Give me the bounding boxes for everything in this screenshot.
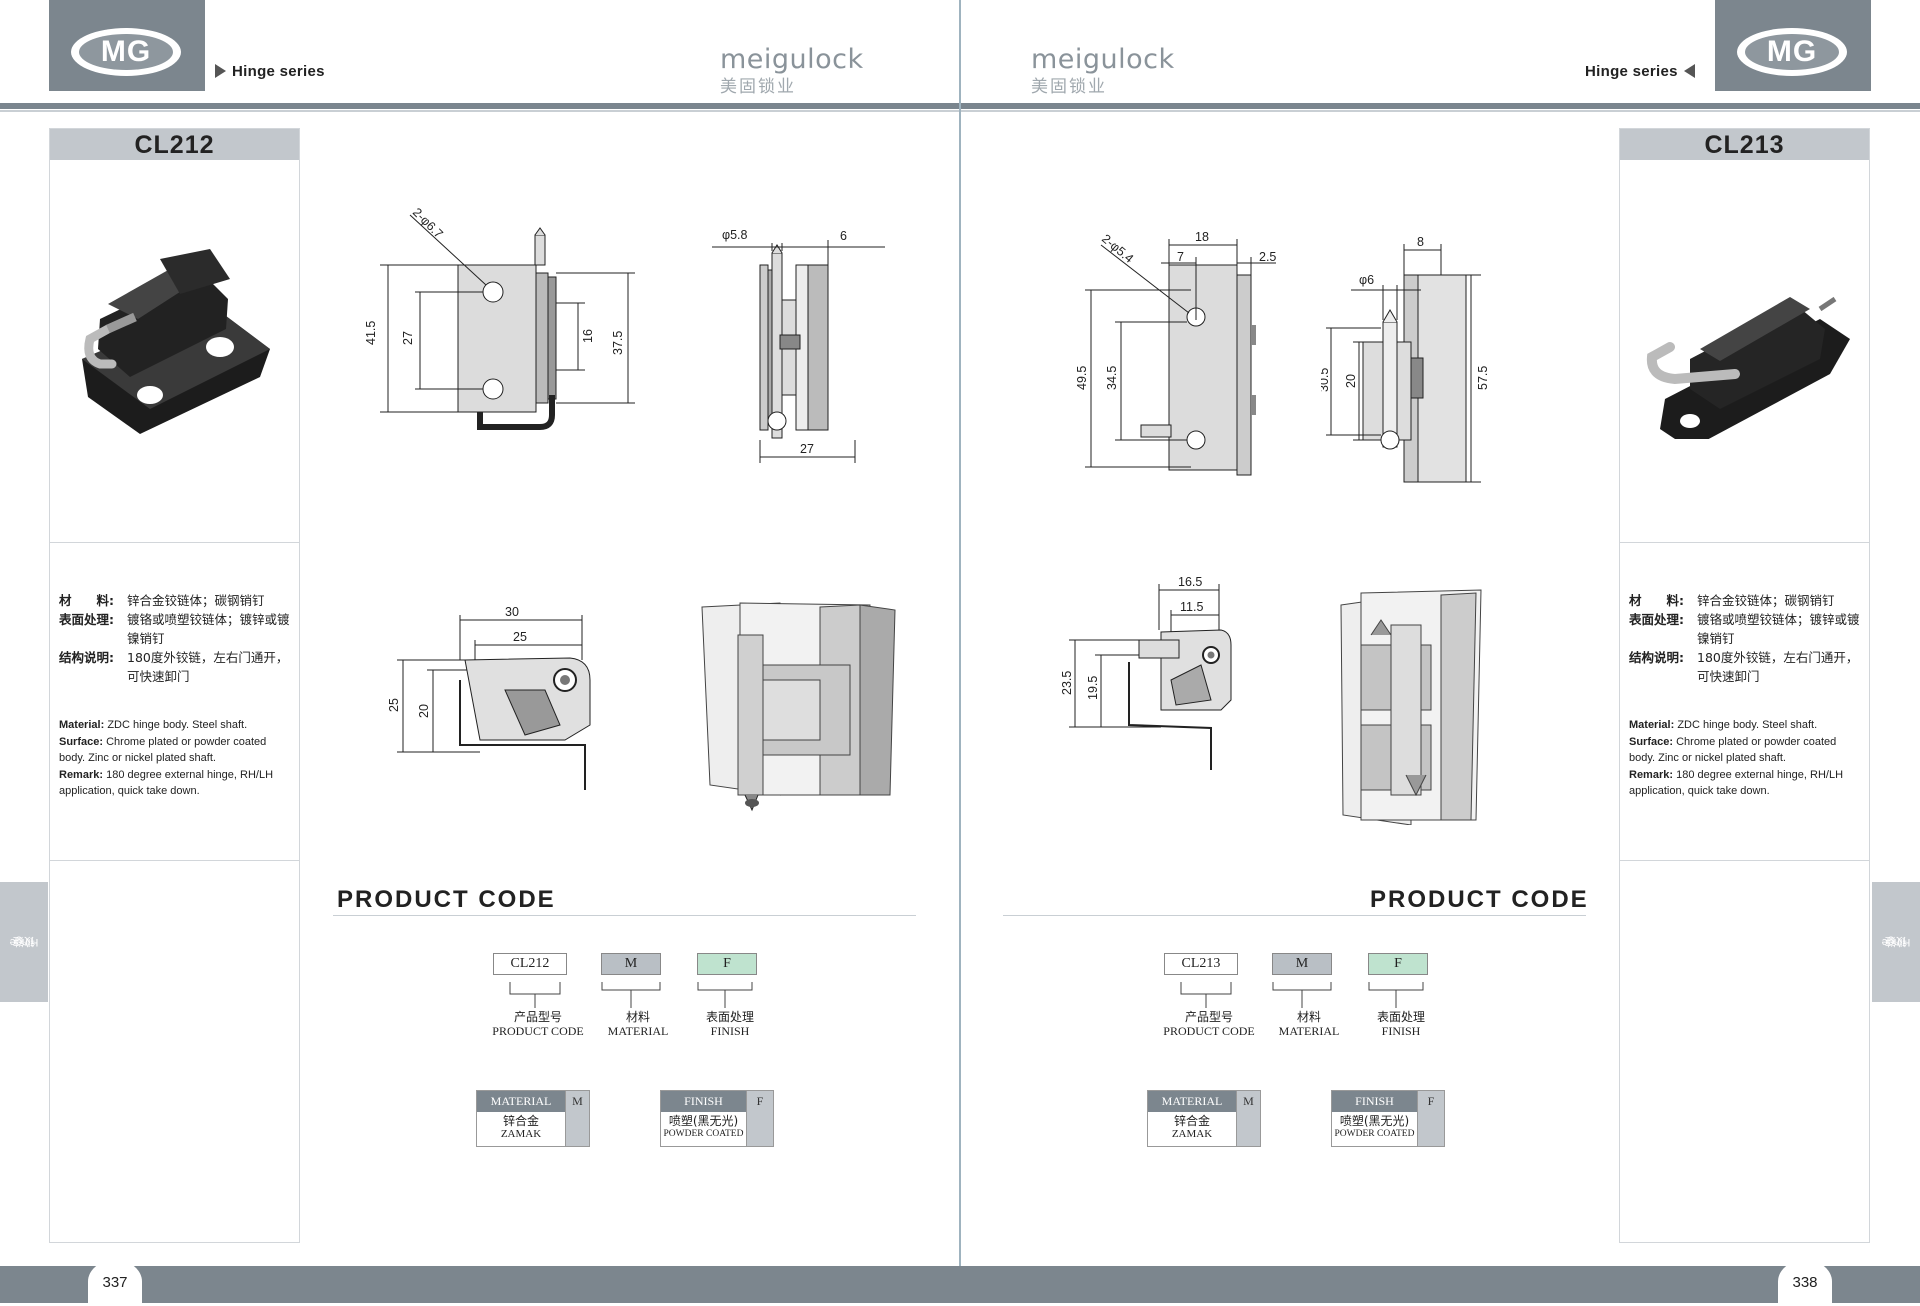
svg-text:2-φ5.4: 2-φ5.4 [1099,232,1136,266]
product-column: CL213 材 料:锌合金铰链体；碳钢销钉 表面处理:镀铬或喷塑铰链体；镀锌或镀… [1619,128,1870,1243]
side-view-drawing: 8 φ6 30.5 20 57.5 [1321,235,1490,483]
svg-text:16.5: 16.5 [1178,575,1202,589]
product-column: CL212 材 料:锌合金铰链体；碳钢销钉 表面处理:镀铬或喷塑铰链体；镀锌或镀… [49,128,300,1243]
page-spine [959,0,961,1303]
header-rule-thin [961,110,1920,112]
series-label: Hinge series [1585,63,1695,80]
svg-text:30.5: 30.5 [1321,368,1331,392]
header-rule-thin [0,110,959,112]
side-tab: 铰链 Hinge [1872,882,1920,1002]
product-title: CL213 [1620,129,1869,160]
divider [50,542,299,543]
code-brackets [1180,982,1424,1008]
hinge-3d-rendering [1340,589,1482,825]
side-view-drawing: φ5.8 6 27 [712,228,885,463]
svg-text:49.5: 49.5 [1075,366,1089,390]
brand-wordmark: meigulock 美固锁业 [1031,44,1175,97]
hinge-3d-rendering [701,602,896,812]
series-label: Hinge series [215,63,325,80]
svg-text:8: 8 [1417,235,1424,249]
svg-text:2.5: 2.5 [1259,250,1276,264]
svg-text:25: 25 [387,698,401,712]
svg-text:2-φ6.7: 2-φ6.7 [410,205,446,241]
svg-text:φ5.8: φ5.8 [722,228,748,242]
brand-wordmark: meigulock 美固锁业 [720,44,864,97]
right-page: MG Hinge series meigulock 美固锁业 CL213 材 料… [961,0,1920,1303]
spec-en: Material: ZDC hinge body. Steel shaft. S… [1629,719,1844,798]
product-code-title: PRODUCT CODE [337,886,556,913]
left-page: MG Hinge series meigulock 美固锁业 CL212 材 料… [0,0,959,1303]
product-code-rule [333,915,916,916]
code-box-finish: F [1368,953,1428,975]
footer-bar [0,1266,1920,1303]
mg-logo-block: MG [49,0,205,91]
spec-en: Material: ZDC hinge body. Steel shaft. S… [59,719,274,798]
svg-text:18: 18 [1195,230,1209,244]
front-view-drawing: 18 7 2.5 49.5 34.5 2-φ5.4 [1075,230,1276,476]
svg-text:23.5: 23.5 [1061,671,1074,695]
svg-text:57.5: 57.5 [1476,366,1490,390]
product-photo [82,249,270,434]
product-code-rule [1003,915,1586,916]
mg-logo-block: MG [1715,0,1871,91]
svg-text:20: 20 [1344,374,1358,388]
side-tab: 铰链 Hinge [0,882,48,1002]
spec-cn: 材 料:锌合金铰链体；碳钢销钉 表面处理:镀铬或喷塑铰链体；镀锌或镀镍销钉 结构… [59,593,290,684]
code-box-material: M [601,953,661,975]
page-number-left: 337 [88,1260,142,1303]
code-box-product: CL212 [493,953,567,975]
svg-text:6: 6 [840,229,847,243]
svg-text:34.5: 34.5 [1105,366,1119,390]
header-rule [0,103,959,109]
svg-text:20: 20 [417,704,431,718]
mg-logo: MG [1737,28,1847,76]
finish-table: FINISH F 喷塑(黑无光)POWDER COATED [1331,1090,1445,1147]
svg-text:27: 27 [800,442,814,456]
product-photo [1646,296,1850,439]
divider [1620,860,1869,861]
svg-text:27: 27 [401,331,415,345]
finish-table: FINISH F 喷塑(黑无光)POWDER COATED [660,1090,774,1147]
spec-cn: 材 料:锌合金铰链体；碳钢销钉 表面处理:镀铬或喷塑铰链体；镀锌或镀镍销钉 结构… [1629,593,1860,684]
svg-text:30: 30 [505,605,519,619]
front-view-drawing: 41.5 27 16 37.5 2-φ6.7 [364,205,635,430]
code-brackets [509,982,753,1008]
svg-text:37.5: 37.5 [611,331,625,355]
svg-text:11.5: 11.5 [1180,600,1203,614]
divider [1620,542,1869,543]
header-rule [961,103,1920,109]
product-title: CL212 [50,129,299,160]
svg-text:25: 25 [513,630,527,644]
svg-text:19.5: 19.5 [1086,676,1100,700]
top-view-drawing: 30 25 25 20 [387,605,591,790]
top-view-drawing: 16.5 11.5 23.5 19.5 [1061,575,1232,770]
page-number-right: 338 [1778,1260,1832,1303]
mg-logo: MG [71,28,181,76]
code-box-product: CL213 [1164,953,1238,975]
divider [50,860,299,861]
code-box-finish: F [697,953,757,975]
product-code-title: PRODUCT CODE [1370,886,1589,913]
triangle-left-icon [1683,64,1695,78]
code-box-material: M [1272,953,1332,975]
svg-text:φ6: φ6 [1359,273,1374,287]
svg-text:7: 7 [1177,250,1184,264]
svg-text:16: 16 [581,329,595,343]
triangle-right-icon [215,64,226,78]
svg-text:41.5: 41.5 [364,321,378,345]
